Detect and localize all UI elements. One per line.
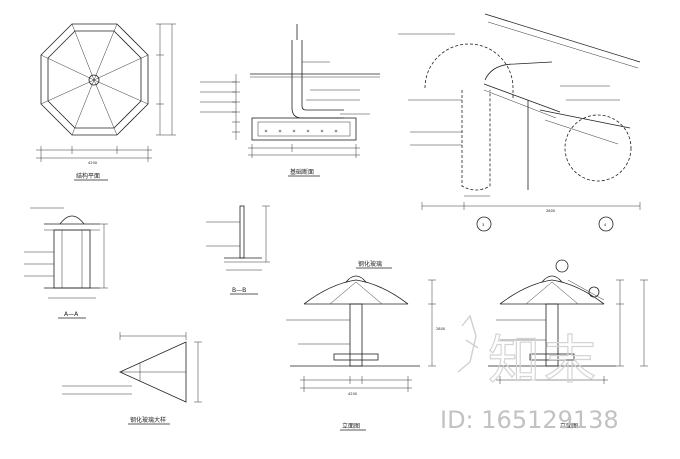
post-inner: [301, 40, 344, 111]
plan-title: 结构平面: [76, 172, 100, 180]
detail-marker-4-label: 4: [604, 223, 607, 227]
aa-post: [53, 229, 91, 289]
foundation-leaders: [302, 61, 370, 115]
bracket-detail: 钢化玻璃大样: [62, 332, 202, 425]
elevation-dims: [286, 279, 436, 392]
plan-bottom-dimensions: [36, 146, 152, 162]
umbrella-canopy: [303, 279, 409, 305]
detail-circle-dashed: [564, 114, 632, 182]
aa-cap: [59, 215, 85, 225]
detail-marker-3-label: 3: [482, 223, 484, 227]
foundation-title: 基础断面: [290, 168, 314, 176]
elevation-total-dimension: 4200: [348, 392, 358, 396]
elevation-left: 钢化玻璃 4200 2800 立面图: [286, 260, 446, 431]
detail-marker-3: [476, 216, 492, 232]
callout-circle-side: [588, 286, 600, 298]
bracket-dims: [62, 332, 202, 403]
post-dashed: [461, 90, 491, 191]
watermark-id: ID: 165129138: [440, 406, 619, 434]
detail-leaders: [398, 33, 620, 146]
elevation-height-dimension: 2800: [436, 327, 446, 331]
umbrella-canopy-right: [499, 279, 605, 305]
gutter-detail: 2800 3 4: [398, 13, 641, 232]
plan-radial-ribs: [40, 23, 149, 136]
detail-bottom-dims: [421, 195, 641, 210]
foundation-section: 基础断面: [200, 24, 380, 177]
structure-plan: 4200 结构平面: [36, 23, 176, 181]
glass-panel-line: [484, 13, 641, 63]
detail-marker-4: [598, 216, 614, 232]
plan-total-dimension: 4200: [88, 161, 98, 165]
section-bb-title: B—B: [232, 287, 246, 294]
foundation-bottom-dims: [248, 144, 360, 158]
tempered-glass-label: 钢化玻璃: [358, 260, 382, 268]
rebar-dots: [264, 129, 338, 133]
watermark-logo: [457, 314, 479, 373]
footing: [251, 117, 357, 141]
umbrella-seat: [333, 353, 379, 361]
bb-plate: [239, 205, 245, 259]
detail-width-dimension: 2800: [546, 209, 556, 213]
canopy-curve-dashed: [424, 43, 514, 100]
elevation-right-title: 立面图: [560, 422, 578, 430]
aa-dims: [24, 207, 108, 299]
callout-circle-top: [555, 259, 569, 273]
canopy-edge: [484, 61, 553, 81]
plan-side-dimensions: [156, 23, 176, 136]
elevation-right: 立面图: [488, 259, 648, 430]
umbrella-finial: [345, 275, 367, 283]
watermark-site-name: 知末: [488, 331, 600, 391]
elevation-title: 立面图: [342, 422, 360, 430]
watermark: 知末 ID: 165129138: [440, 314, 619, 434]
umbrella-pole: [349, 303, 363, 367]
post-outer: [291, 40, 344, 119]
elevation-right-dims: [496, 279, 648, 384]
foundation-level-ticks: [200, 74, 240, 140]
bb-dims: [206, 205, 270, 271]
plan-center-post: [88, 74, 100, 86]
section-aa-title: A—A: [64, 311, 79, 318]
section-bb: B—B: [206, 205, 270, 295]
section-aa: A—A: [24, 207, 108, 319]
bracket-detail-title: 钢化玻璃大样: [130, 416, 166, 424]
